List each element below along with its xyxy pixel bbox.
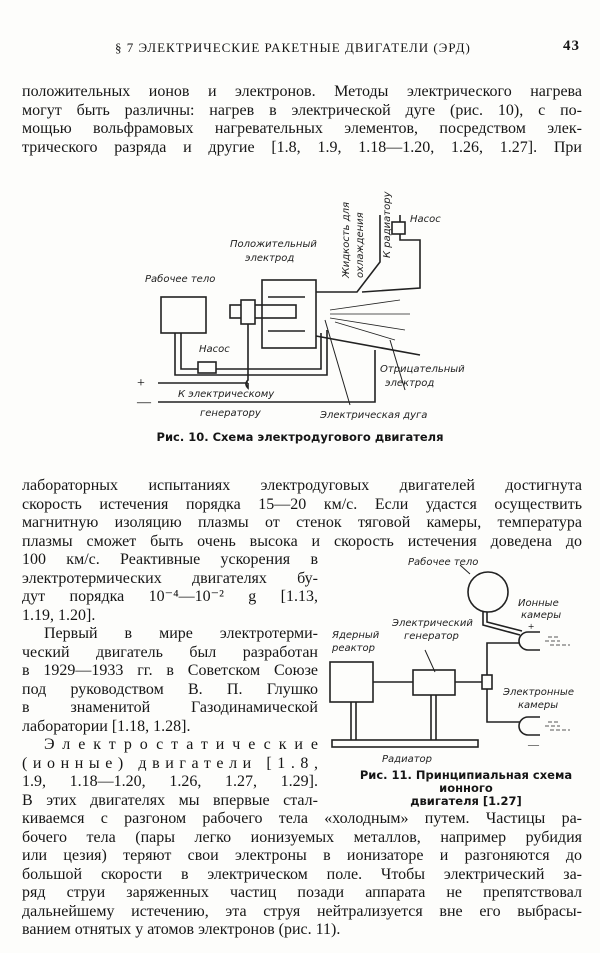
- radiator-bar: [331, 739, 479, 748]
- text-line: в знаменитой Газодинамической: [22, 699, 318, 716]
- label-reactor: Ядерный: [331, 630, 380, 641]
- text-line: могут быть различны: нагрев в электричес…: [22, 101, 582, 119]
- text-line: киваемся с разгоном рабочего тела «холод…: [22, 810, 582, 827]
- positive-electrode-rod: [229, 304, 297, 319]
- label-working-body: Рабочее тело: [145, 273, 215, 285]
- label-ion-chambers-2: камеры: [521, 610, 561, 621]
- text-line: скорость истечения порядка 15—20 км/с. Е…: [22, 495, 582, 513]
- text-line: дут порядка 10⁻⁴—10⁻² g [1.13,: [22, 588, 318, 605]
- text-line: ческий двигатель был разработан: [22, 643, 318, 661]
- caption-line: двигателя [1.27]: [410, 794, 522, 808]
- label-generator: Электрический: [391, 618, 473, 629]
- ion-chamber: [518, 631, 540, 651]
- label-ion-chambers: Ионные: [518, 598, 559, 609]
- feed-pipe: [482, 612, 523, 636]
- minus-terminal: —: [136, 395, 152, 410]
- left-column-text: 100 км/с. Реактивные ускорения в электро…: [22, 551, 318, 810]
- label-positive-electrode: Положительный: [230, 239, 317, 250]
- thrust-chamber: [261, 279, 317, 349]
- running-title: § 7 ЭЛЕКТРИЧЕСКИЕ РАКЕТНЫЕ ДВИГАТЕЛИ (ЭР…: [115, 40, 471, 55]
- paragraph-4: киваемся с разгоном рабочего тела «холод…: [22, 810, 582, 940]
- text-line: лабораторных испытаниях электродуговых д…: [22, 477, 582, 494]
- plasma-jet: [329, 299, 410, 341]
- label-to-generator: К электрическому: [178, 389, 275, 400]
- text-line: 100 км/с. Реактивные ускорения в: [22, 551, 318, 568]
- label-to-generator-2: генератору: [200, 408, 262, 419]
- text-line: бочего тела (пары легко ионизуемых метал…: [22, 828, 582, 846]
- page-number: 43: [563, 38, 580, 54]
- label-negative-electrode: Отрицательный: [380, 364, 465, 375]
- plus-terminal: +: [137, 376, 145, 391]
- text-line: плазмы сможет быть очень высока и скорос…: [22, 532, 582, 550]
- nozzle: [315, 215, 421, 356]
- text-line: 1.19, 1.20].: [22, 606, 96, 624]
- text-line: дальнейшему истечению, эта струя нейтрал…: [22, 902, 582, 920]
- text-line: ряд струи заряженных частиц позади аппар…: [22, 884, 582, 901]
- text-line: лаборатории [1.18, 1.28].: [22, 717, 191, 735]
- electron-chamber: [518, 716, 540, 736]
- pump-bottom: [197, 361, 217, 374]
- figure-11-caption: Рис. 11. Принципиальная схема ионного дв…: [334, 769, 598, 808]
- text-line: мощью вольфрамовых нагревательных элемен…: [22, 120, 582, 137]
- text-line: в 1929—1933 гг. в Советском Союзе: [22, 662, 318, 679]
- label-pump-bottom: Насос: [199, 344, 230, 355]
- section-heading: Электростатические: [44, 736, 326, 753]
- label-coolant-2: охлаждения: [355, 212, 366, 278]
- pump-top: [391, 221, 406, 235]
- text-line: магнитную изоляцию плазмы от стенок тяго…: [22, 514, 582, 531]
- minus-sign: —: [527, 739, 540, 751]
- label-pump-top: Насос: [410, 214, 441, 225]
- text-line: трического разряда и другие [1.8, 1.9, 1…: [22, 138, 582, 156]
- working-body-tank: [160, 296, 207, 334]
- paragraph-2: лабораторных испытаниях электродуговых д…: [22, 477, 582, 551]
- text-line: под руководством В. П. Глушко: [22, 680, 318, 698]
- text-line: В этих двигателях мы впервые стал-: [22, 791, 318, 809]
- text-line: или цезия) теряют свои электроны в иониз…: [22, 847, 582, 864]
- paragraph-1: положительных ионов и электронов. Методы…: [22, 83, 582, 157]
- label-generator-2: генератор: [404, 631, 459, 642]
- label-working-body: Рабочее тело: [408, 556, 478, 568]
- text-line: Первый в мире электротерми-: [44, 625, 318, 642]
- label-coolant: Жидкость для: [341, 202, 352, 279]
- label-reactor-2: реактор: [331, 643, 375, 654]
- text-line: 1.9, 1.18—1.20, 1.26, 1.27, 1.29].: [22, 773, 318, 790]
- plus-sign: +: [528, 621, 534, 633]
- label-to-radiator: К радиатору: [382, 190, 393, 258]
- caption-line: Рис. 11. Принципиальная схема ионного: [359, 768, 573, 795]
- text-line: электротермических двигателях бу-: [22, 569, 318, 587]
- label-electron-chambers: Электронные: [502, 687, 574, 698]
- figure-10-caption: Рис. 10. Схема электродугового двигателя: [156, 430, 444, 444]
- text-line: большой скорости в электрическом поле. Ч…: [22, 865, 582, 883]
- label-positive-electrode-2: электрод: [245, 253, 294, 264]
- feed-pipe: [174, 333, 254, 376]
- label-negative-electrode-2: электрод: [385, 378, 434, 389]
- text-line: (ионные) двигатели [1.8,: [22, 754, 324, 772]
- text-line: ванием отнятых у атомов электронов (рис.…: [22, 921, 341, 938]
- text-line: положительных ионов и электронов. Методы…: [22, 83, 582, 100]
- label-electric-arc: Электрическая дуга: [319, 410, 427, 421]
- label-electron-chambers-2: камеры: [518, 700, 558, 711]
- label-radiator: Радиатор: [382, 754, 432, 765]
- working-body-tank: [467, 571, 509, 613]
